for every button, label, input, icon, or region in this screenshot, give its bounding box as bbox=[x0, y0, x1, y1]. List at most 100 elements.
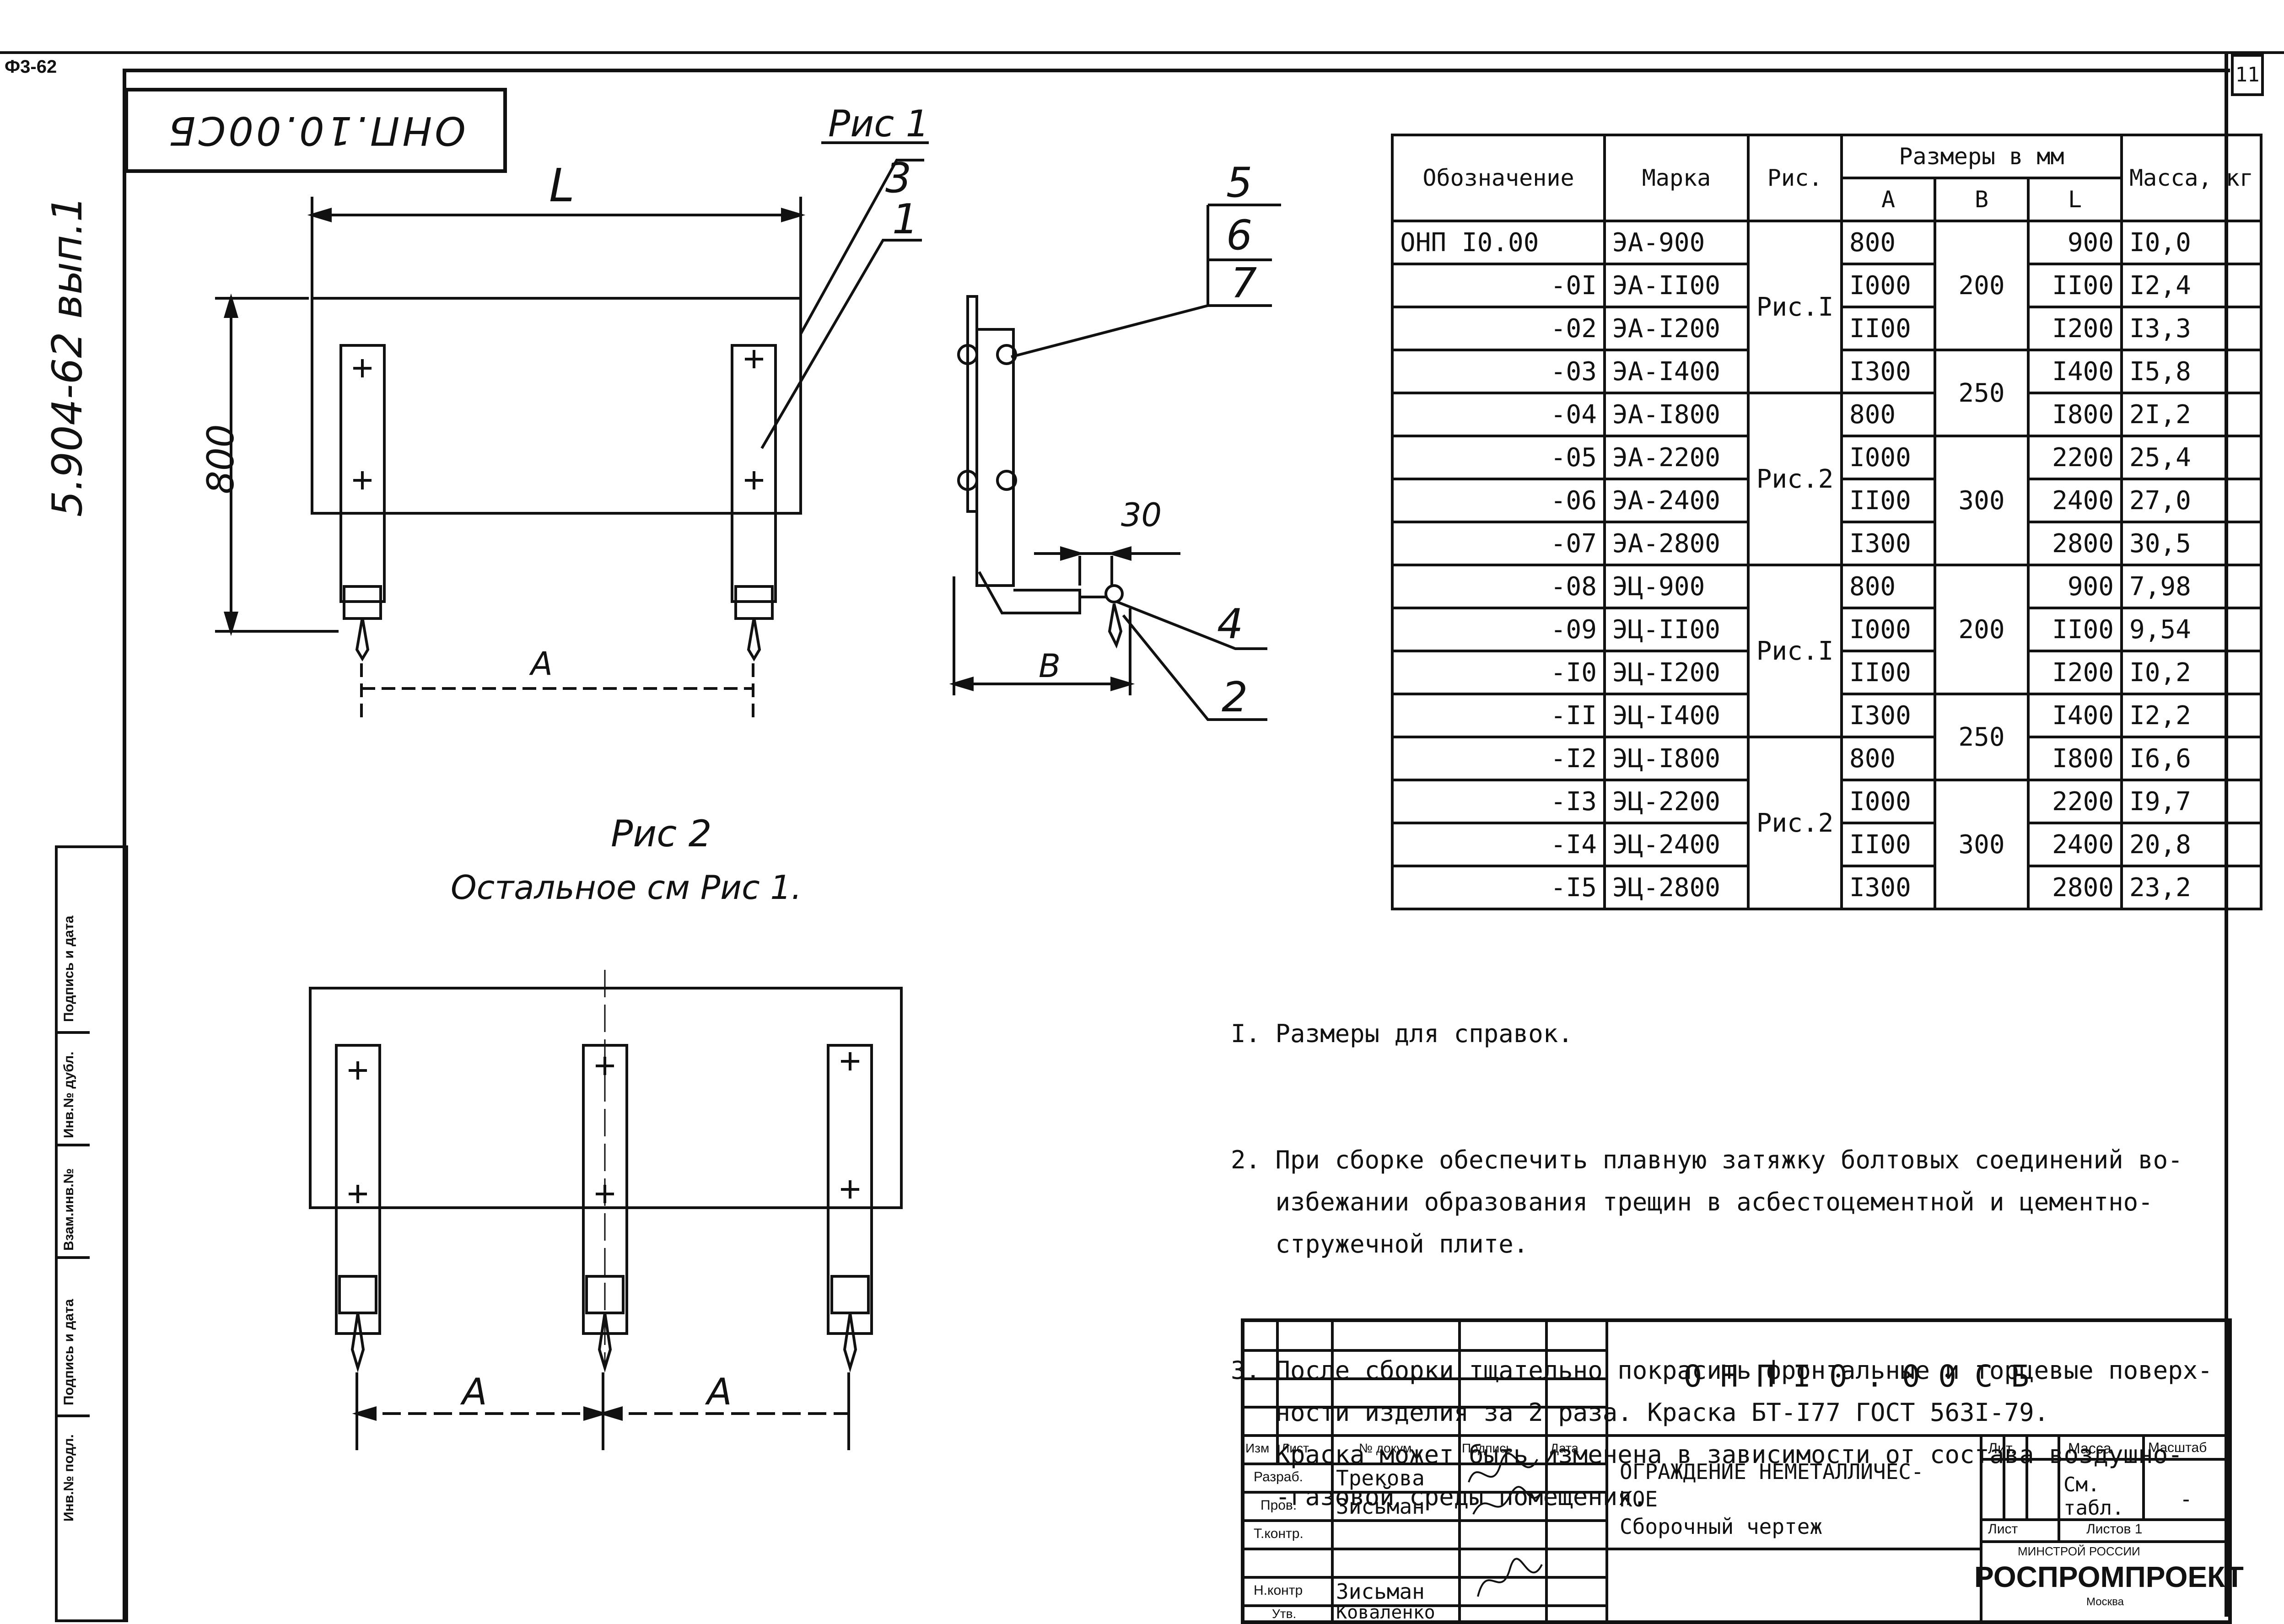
note-1: I. Размеры для справок. bbox=[1231, 1019, 1573, 1048]
organization: РОСПРОМПРОЕКТ bbox=[1974, 1560, 2244, 1593]
cell-A: I300 bbox=[1840, 693, 1936, 738]
cell-L: 2400 bbox=[2027, 478, 2123, 523]
cell-A: I300 bbox=[1840, 349, 1936, 394]
callout-3: 3 bbox=[885, 154, 911, 202]
cell-designation: -09 bbox=[1391, 607, 1606, 652]
cell-designation: -I3 bbox=[1391, 779, 1606, 824]
strip-cell-replace: Взам.инв.№ bbox=[58, 1146, 90, 1259]
cell-A: I000 bbox=[1840, 435, 1936, 480]
dim-L-label: L bbox=[549, 159, 575, 212]
cell-A: 800 bbox=[1840, 392, 1936, 437]
fig2-bracket-1 bbox=[335, 1044, 381, 1335]
col-doc: № докум. bbox=[1359, 1441, 1416, 1455]
mass-value: См. табл. bbox=[2063, 1473, 2124, 1520]
col-B: B bbox=[1934, 177, 2030, 222]
cell-B: 250 bbox=[1934, 349, 2030, 437]
notes-block: I. Размеры для справок. 2. При сборке об… bbox=[1231, 929, 2213, 1560]
cell-figure: Рис.I bbox=[1747, 220, 1843, 394]
cell-L: 2800 bbox=[2027, 865, 2123, 910]
col-A: A bbox=[1840, 177, 1936, 222]
strip-cell-dup: Инв.№ дубл. bbox=[58, 1034, 90, 1146]
cell-B: 250 bbox=[1934, 693, 2030, 781]
cell-designation: ОНП I0.00 bbox=[1391, 220, 1606, 265]
cell-A: I000 bbox=[1840, 263, 1936, 308]
cell-L: I200 bbox=[2027, 306, 2123, 351]
callout-4: 4 bbox=[1217, 600, 1243, 648]
cell-brand: ЭА-2200 bbox=[1603, 435, 1750, 480]
dim-A-label-fig2-left: A bbox=[460, 1371, 487, 1413]
cell-A: 800 bbox=[1840, 736, 1936, 781]
cell-mass: I2,4 bbox=[2120, 263, 2262, 308]
cell-mass: 2I,2 bbox=[2120, 392, 2262, 437]
col-mass: Масса, кг bbox=[2120, 134, 2262, 222]
cell-L: 2200 bbox=[2027, 435, 2123, 480]
cell-A: I300 bbox=[1840, 865, 1936, 910]
technical-drawings: L 800 A B 30 Рис 1 Рис 2 Остальное см Ри… bbox=[199, 102, 1281, 1450]
role-checker: Пров. bbox=[1261, 1498, 1297, 1513]
cell-brand: ЭЦ-2400 bbox=[1603, 822, 1750, 867]
cell-L: I400 bbox=[2027, 349, 2123, 394]
cell-mass: 27,0 bbox=[2120, 478, 2262, 523]
cell-brand: ЭА-I800 bbox=[1603, 392, 1750, 437]
cell-A: I000 bbox=[1840, 607, 1936, 652]
cell-designation: -07 bbox=[1391, 521, 1606, 566]
callout-1: 1 bbox=[892, 195, 918, 243]
role-developer: Разраб. bbox=[1254, 1469, 1304, 1484]
col-sizes: Размеры в мм bbox=[1840, 134, 2123, 179]
cell-A: 800 bbox=[1840, 220, 1936, 265]
cell-brand: ЭЦ-2800 bbox=[1603, 865, 1750, 910]
cell-mass: 7,98 bbox=[2120, 564, 2262, 609]
cell-brand: ЭЦ-II00 bbox=[1603, 607, 1750, 652]
cell-L: 900 bbox=[2027, 220, 2123, 265]
title-block: О Н П I 0 . 0 0 С Б ОГРАЖДЕНИЕ НЕМЕТАЛЛИ… bbox=[1241, 1318, 2244, 1624]
cell-brand: ЭЦ-2200 bbox=[1603, 779, 1750, 824]
col-designation: Обозначение bbox=[1391, 134, 1606, 222]
note-2: 2. При сборке обеспечить плавную затяжку… bbox=[1231, 1145, 2183, 1258]
name-approver: Коваленко bbox=[1336, 1602, 1435, 1623]
dim-A-label-fig1: A bbox=[529, 645, 553, 683]
cell-figure: Рис.I bbox=[1747, 564, 1843, 738]
cell-mass: 20,8 bbox=[2120, 822, 2262, 867]
callout-2: 2 bbox=[1222, 673, 1248, 721]
title-block-grid bbox=[1244, 1322, 2228, 1620]
cell-L: I200 bbox=[2027, 650, 2123, 695]
fig2-bracket-3 bbox=[827, 1044, 873, 1335]
fig1-bracket-right bbox=[731, 344, 777, 603]
cell-A: I300 bbox=[1840, 521, 1936, 566]
cell-brand: ЭА-II00 bbox=[1603, 263, 1750, 308]
cell-mass: I0,2 bbox=[2120, 650, 2262, 695]
cell-designation: -I5 bbox=[1391, 865, 1606, 910]
title-line-1: ОГРАЖДЕНИЕ НЕМЕТАЛЛИЧЕС- bbox=[1620, 1459, 1924, 1484]
role-tech-control: Т.контр. bbox=[1254, 1526, 1304, 1541]
cell-mass: I5,8 bbox=[2120, 349, 2262, 394]
cell-brand: ЭА-I400 bbox=[1603, 349, 1750, 394]
fig2-panel bbox=[309, 987, 903, 1209]
role-approver: Утв. bbox=[1272, 1607, 1297, 1621]
cell-mass: I2,2 bbox=[2120, 693, 2262, 738]
dim-30-label: 30 bbox=[1121, 496, 1162, 534]
cell-B: 200 bbox=[1934, 220, 2030, 351]
cell-brand: ЭЦ-I200 bbox=[1603, 650, 1750, 695]
col-izm: Изм bbox=[1245, 1441, 1270, 1455]
col-brand: Марка bbox=[1603, 134, 1750, 222]
cell-designation: -I2 bbox=[1391, 736, 1606, 781]
fig1-panel bbox=[311, 297, 802, 515]
strip-cell-signature-date: Подпись и дата bbox=[58, 1259, 90, 1417]
title-line-3: Сборочный чертеж bbox=[1620, 1514, 1823, 1539]
cell-B: 300 bbox=[1934, 435, 2030, 566]
name-developer: Трекова bbox=[1336, 1466, 1425, 1490]
sheets-label: Листов 1 bbox=[2086, 1522, 2143, 1537]
fig1-bracket-left bbox=[339, 344, 386, 603]
table-subheader-row: A B L bbox=[1392, 177, 2261, 222]
fig2-label: Рис 2 bbox=[611, 812, 712, 855]
cell-mass: I3,3 bbox=[2120, 306, 2262, 351]
title-line-2: КОЕ bbox=[1620, 1487, 1658, 1511]
role-norm-control: Н.контр bbox=[1254, 1583, 1303, 1598]
